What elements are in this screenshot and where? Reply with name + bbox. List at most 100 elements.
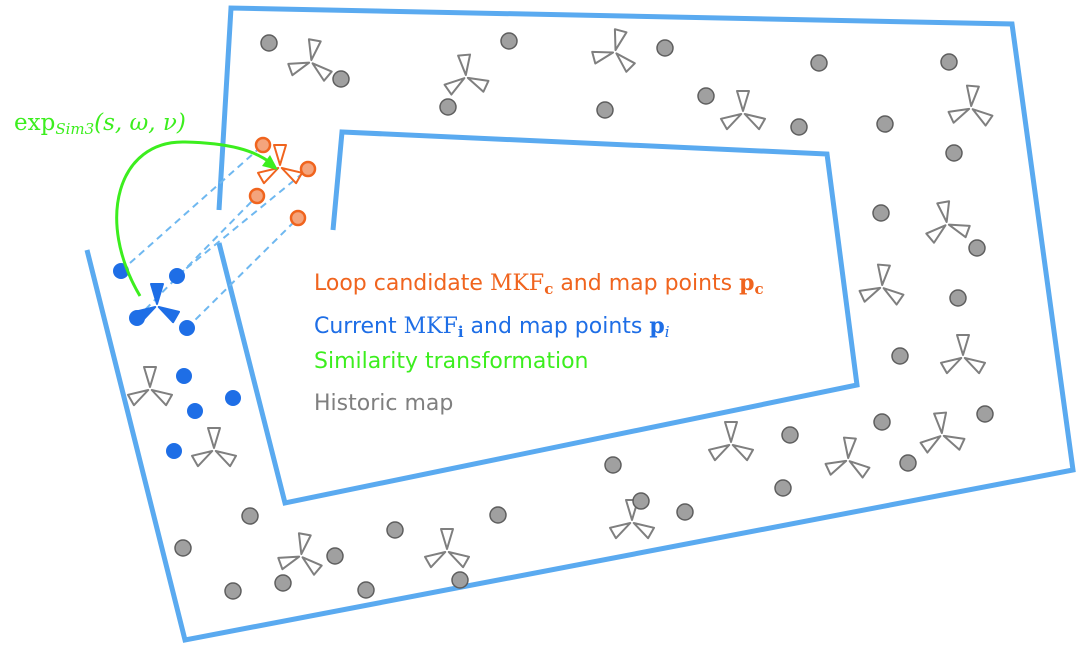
current-keyframe-arm-1 [157,306,181,324]
historic-keyframe-11-arm-0 [625,499,639,521]
historic-map-point-2 [500,32,518,50]
historic-keyframe-2-arm-0 [613,28,628,52]
historic-keyframe-14-arm-1 [150,389,174,407]
similarity-transform-arc [115,140,273,297]
historic-map-point-10 [940,53,958,71]
historic-keyframe-12-arm-0 [440,528,454,550]
historic-map-point-24 [489,506,507,524]
historic-keyframe-15-arm-2 [190,450,214,468]
historic-keyframe-5-arm-2 [925,224,947,244]
historic-keyframe-0 [287,38,333,82]
historic-keyframe-9-arm-2 [824,459,848,476]
legend-current-mkf-sub: i [457,323,464,341]
historic-map-point-16 [976,405,994,423]
historic-map-point-4 [656,39,674,57]
historic-keyframe-8-arm-1 [731,444,755,462]
current-map-point-6 [187,403,203,419]
correspondence-link-3 [186,217,299,329]
historic-keyframe-5-arm-0 [936,200,951,224]
historic-map-point-29 [224,582,242,600]
historic-keyframe-14-arm-2 [126,389,150,407]
historic-map-point-26 [326,547,344,565]
similarity-transform-label: expSim3(s, ω, ν) [14,110,186,138]
historic-map-point-23 [632,492,650,510]
correspondence-link-0 [120,144,264,272]
historic-map-point-21 [774,479,792,497]
historic-keyframe-10 [919,411,966,454]
current-map-point-5 [225,390,241,406]
loop-candidate-point-1 [299,160,317,178]
historic-map-point-1 [332,70,350,88]
historic-keyframe-10-arm-2 [919,435,942,454]
historic-keyframe-10-arm-1 [942,434,966,451]
correspondence-links-layer [120,144,309,329]
historic-map-point-3 [439,98,457,116]
historic-keyframe-13-arm-0 [297,532,312,556]
historic-map-point-20 [604,456,622,474]
historic-keyframe-7-arm-1 [963,357,987,375]
historic-keyframe-15 [190,427,238,468]
historic-keyframe-1-arm-2 [443,77,466,96]
loop-candidate-point-3 [289,209,307,227]
historic-map-point-13 [968,239,986,257]
historic-map-point-12 [872,204,890,222]
current-map-point-3 [179,320,195,336]
transform-sub: Sim3 [55,120,95,138]
historic-keyframe-3 [719,90,767,131]
historic-keyframe-11-arm-2 [608,522,632,540]
historic-map-point-5 [596,101,614,119]
legend-current-keyframe: Current MKFi and map points pi [314,313,670,341]
historic-map-point-18 [899,454,917,472]
legend-current-mkf: MKF [403,314,458,339]
historic-map-point-32 [357,581,375,599]
historic-keyframe-0-arm-0 [307,38,322,62]
historic-keyframe-8-arm-2 [707,444,731,462]
current-map-point-1 [169,268,185,284]
historic-keyframe-7-arm-0 [956,334,970,356]
legend-loop-mkf: MKF [489,271,545,296]
loop-candidate-keyframe [256,144,304,185]
historic-keyframe-12 [423,528,471,569]
historic-keyframe-13-arm-2 [277,555,301,571]
current-keyframe [133,283,181,324]
historic-keyframe-15-arm-1 [214,450,238,468]
current-map-point-2 [129,310,145,326]
current-map-point-4 [176,368,192,384]
current-keyframe-arm-0 [150,283,164,305]
legend-loop-middle: and map points [553,271,740,296]
historic-keyframe-14-arm-0 [143,366,157,388]
historic-keyframe-12-arm-2 [423,551,447,569]
historic-map-point-30 [274,574,292,592]
historic-map-point-19 [781,426,799,444]
historic-map-layer [126,28,994,600]
transform-args: (s, ω, ν) [94,110,186,136]
historic-map-point-25 [386,521,404,539]
loop-candidate-keyframe-arm-1 [280,167,304,185]
historic-keyframe-7 [939,334,987,375]
current-keyframe-layer [113,263,241,459]
historic-keyframe-5-arm-1 [947,223,971,239]
historic-keyframe-6-arm-0 [876,263,891,287]
historic-map-point-31 [451,571,469,589]
legend-loop-p: p [739,270,755,296]
historic-map-point-6 [697,87,715,105]
historic-map-point-0 [260,34,278,52]
historic-keyframe-13 [277,532,323,576]
historic-map-point-28 [174,539,192,557]
historic-map-point-15 [891,347,909,365]
historic-keyframe-4-arm-1 [971,108,994,127]
historic-keyframe-1-arm-1 [466,76,490,93]
historic-keyframe-1-arm-0 [457,53,472,77]
historic-keyframe-3-arm-1 [743,113,767,131]
historic-map-point-14 [949,289,967,307]
loop-candidate-point-0 [254,136,272,154]
historic-map-point-9 [876,115,894,133]
historic-map-point-8 [790,118,808,136]
historic-keyframe-8 [707,421,755,462]
historic-keyframe-4-arm-0 [965,84,980,108]
legend-current-p: p [649,313,665,339]
similarity-transform-layer [115,140,278,297]
historic-keyframe-9-arm-0 [842,436,857,460]
historic-keyframe-6 [858,263,905,306]
